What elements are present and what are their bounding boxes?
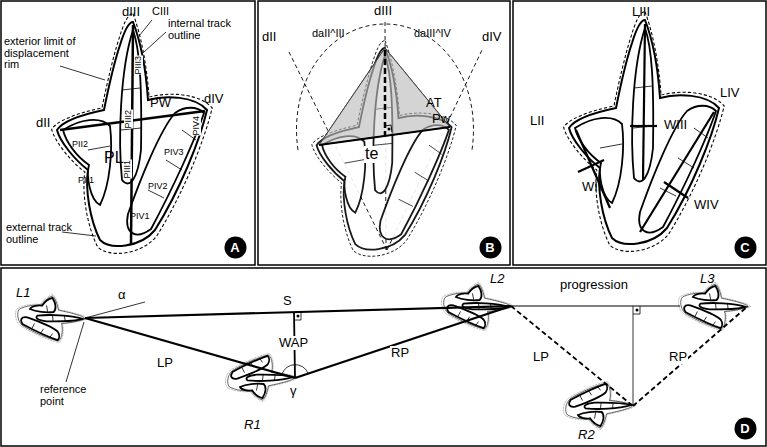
text-label: PIV2 <box>148 182 168 191</box>
text-label: LP <box>156 356 174 370</box>
text-label: dIV <box>482 30 502 44</box>
text-label: WIV <box>694 198 719 212</box>
text-label: te <box>364 146 379 163</box>
panel-letter: B <box>479 236 502 259</box>
text-label: L1 <box>16 286 30 300</box>
text-label: α <box>118 288 126 302</box>
text-label: PW <box>150 96 171 110</box>
text-label: R2 <box>578 428 595 442</box>
text-label: dII <box>262 30 276 44</box>
text-label: external track outline <box>6 222 86 245</box>
text-label: internal track outline <box>168 18 240 41</box>
text-label: PIV3 <box>164 148 184 157</box>
text-label: S <box>283 294 292 308</box>
text-label: PIV4 <box>192 116 201 136</box>
text-label: PIII1 <box>123 160 132 179</box>
panel-letter: C <box>734 236 757 259</box>
text-label: LII <box>530 114 544 128</box>
text-label: CIII <box>152 6 169 18</box>
text-label: PII1 <box>78 176 94 185</box>
text-label: γ <box>290 384 297 398</box>
panel-letter: A <box>224 236 247 259</box>
text-label: progression <box>560 278 628 292</box>
text-label: L3 <box>700 272 714 286</box>
text-label: dIII <box>374 4 392 18</box>
text-label: RP <box>668 350 688 364</box>
panel-letter-text: D <box>734 421 757 436</box>
text-label: LP <box>532 350 550 364</box>
text-label: PIV1 <box>130 212 150 221</box>
text-label: RP <box>390 346 410 360</box>
text-label: PIII2 <box>124 110 133 129</box>
text-label: Pw <box>432 112 450 126</box>
text-label: dII <box>36 116 50 130</box>
text-label: daIII^IV <box>414 28 451 40</box>
panel-letter: D <box>734 417 757 440</box>
panel-letter-text: B <box>479 240 502 255</box>
text-label: dIV <box>204 92 224 106</box>
panel-letter-text: A <box>224 240 247 255</box>
text-label: LIV <box>720 86 740 100</box>
text-label: L2 <box>490 272 504 286</box>
text-label: WIII <box>664 118 687 132</box>
text-label: R1 <box>244 418 261 432</box>
panel-letter-text: C <box>734 240 757 255</box>
text-label: daII^III <box>312 28 345 40</box>
text-label: PL <box>104 150 124 167</box>
text-label: dIII <box>122 5 140 19</box>
text-label: PIII3 <box>134 56 143 75</box>
text-label: PII2 <box>72 140 88 149</box>
text-label: AT <box>426 96 442 110</box>
text-label: reference point <box>40 384 110 407</box>
text-label: WII <box>582 180 602 194</box>
text-label: WAP <box>278 336 309 350</box>
text-label: LIII <box>632 5 650 19</box>
text-label: exterior limit of displacement rim <box>4 36 84 71</box>
